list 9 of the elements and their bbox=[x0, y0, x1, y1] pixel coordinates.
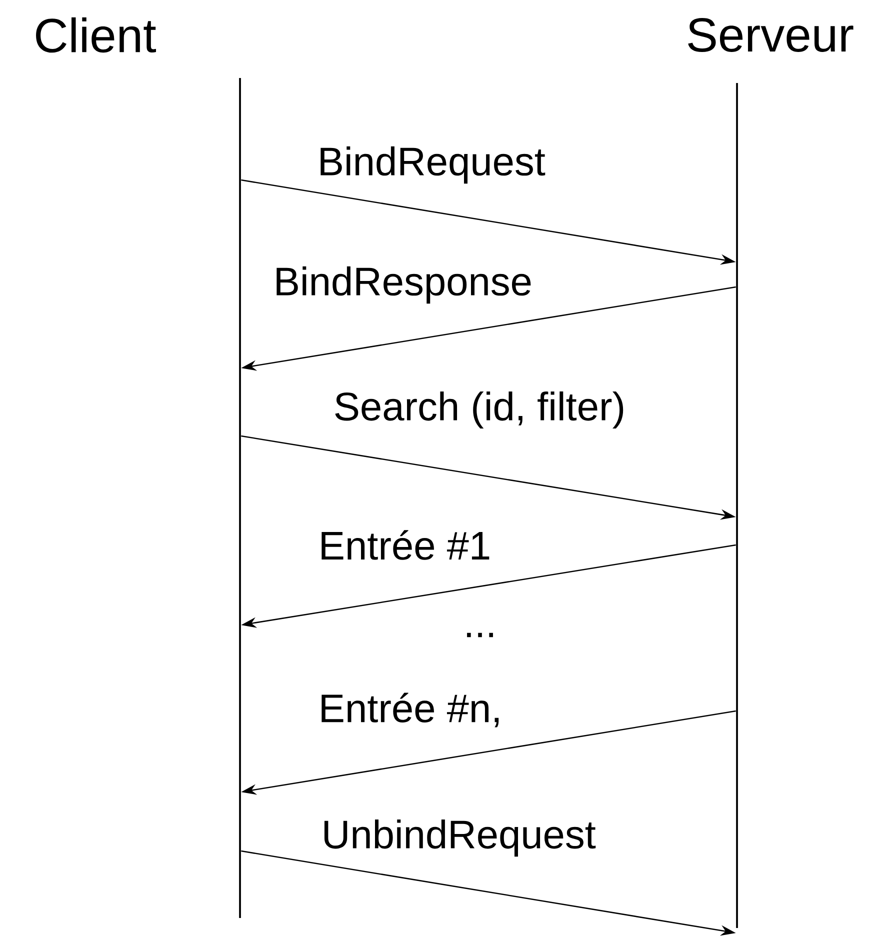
message-label: Search (id, filter) bbox=[335, 391, 624, 429]
ellipsis-label: ... bbox=[467, 632, 493, 638]
lifeline-title: Client bbox=[36, 17, 156, 53]
lifeline-title: Serveur bbox=[688, 18, 854, 52]
message-label: BindRequest bbox=[320, 146, 546, 184]
message-label: UnbindRequest bbox=[324, 819, 596, 857]
message-label: Entrée #1 bbox=[322, 530, 490, 560]
message-label: BindResponse bbox=[276, 266, 531, 304]
message-label: Entrée #n, bbox=[322, 692, 499, 728]
